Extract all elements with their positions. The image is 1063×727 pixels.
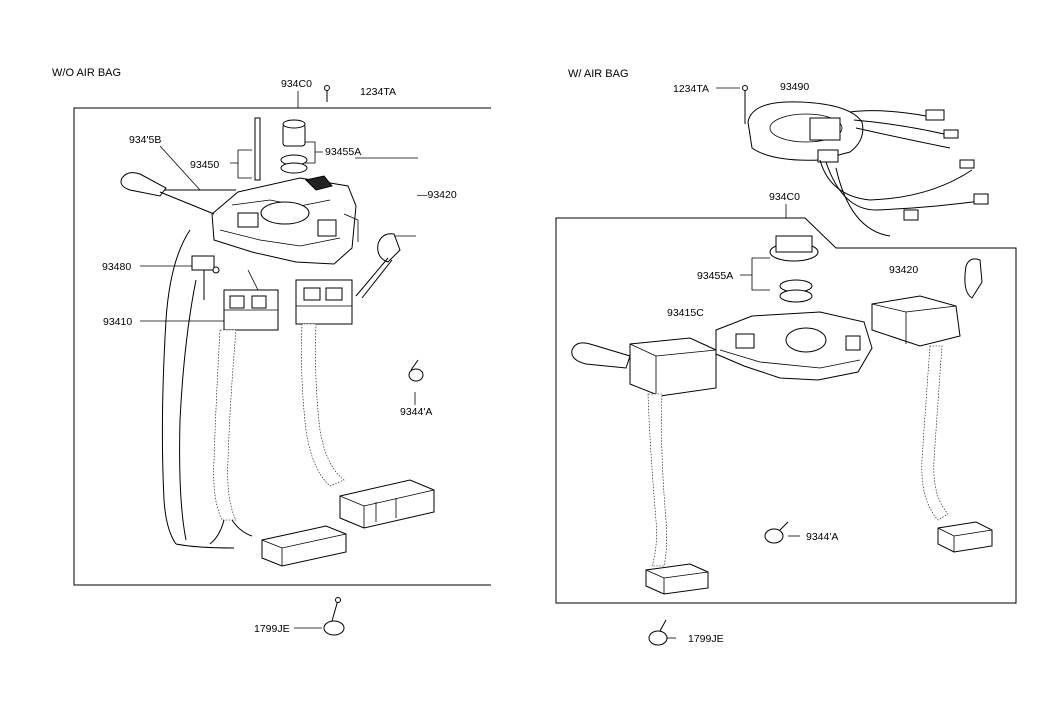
clock-spring-93490 xyxy=(747,101,989,237)
connector-block-left-1 xyxy=(261,525,347,567)
label-93455a-right: 93455A xyxy=(697,270,733,282)
label-93490-right: 93490 xyxy=(780,81,809,93)
label-93400-right: 934C0 xyxy=(769,191,800,203)
label-1234ta-left: 1234TA xyxy=(360,86,396,98)
label-1799je-left: 1799JE xyxy=(254,623,290,635)
key-cylinder-93450 xyxy=(254,117,308,181)
wiper-lever-93420-left xyxy=(355,233,401,299)
label-93441a-left: 9344'A xyxy=(400,406,432,418)
column-housing-93400-right xyxy=(715,311,873,381)
label-93480-left: 93480 xyxy=(102,261,131,273)
switch-body-93410 xyxy=(223,269,279,331)
switch-93420-right xyxy=(871,258,983,521)
label-93400-left: 934C0 xyxy=(281,78,312,90)
cancel-cam-93455a xyxy=(769,235,819,303)
label-93410-left: 93410 xyxy=(103,316,132,328)
screw-1234ta-left xyxy=(324,85,330,102)
label-93420-left: —93420 xyxy=(417,189,457,201)
label-93415b-left: 934'5B xyxy=(129,134,161,146)
left-leader-lines xyxy=(140,91,418,629)
switch-93415c xyxy=(571,337,717,567)
switch-93480 xyxy=(191,255,220,300)
label-93455a-left: 93455A xyxy=(325,146,361,158)
clamp-1799je-left xyxy=(323,597,345,636)
left-frame xyxy=(73,107,491,586)
clip-93441a-left xyxy=(408,359,424,382)
clamp-1799je-right xyxy=(648,619,668,646)
right-frame xyxy=(555,217,1017,604)
wire-harness-left xyxy=(161,229,345,549)
label-1234ta-right: 1234TA xyxy=(673,83,709,95)
right-leader-lines xyxy=(666,87,800,639)
clip-93441a-right xyxy=(764,521,789,544)
label-93415c-right: 93415C xyxy=(667,307,704,319)
screw-1234ta-right xyxy=(742,85,748,124)
label-93441a-right: 9344'A xyxy=(806,531,838,543)
column-housing-93400-left xyxy=(211,175,359,265)
connector-block-left-2 xyxy=(339,479,435,529)
label-1799je-right: 1799JE xyxy=(688,633,724,645)
connector-block-right-2 xyxy=(937,521,993,553)
right-section-title: W/ AIR BAG xyxy=(568,68,629,80)
left-section: W/O AIR BAG 934C0 1234TA 934'5B 93450 93… xyxy=(52,67,491,636)
connector-block-right-1 xyxy=(645,563,709,595)
left-section-title: W/O AIR BAG xyxy=(52,67,121,79)
right-section: W/ AIR BAG 1234TA 93490 934C0 93455A 934… xyxy=(555,68,1017,646)
label-93450-left: 93450 xyxy=(190,159,219,171)
turn-signal-lever-93415b xyxy=(120,172,236,215)
switch-body-right-left xyxy=(295,279,353,325)
label-93420-right: 93420 xyxy=(889,264,918,276)
